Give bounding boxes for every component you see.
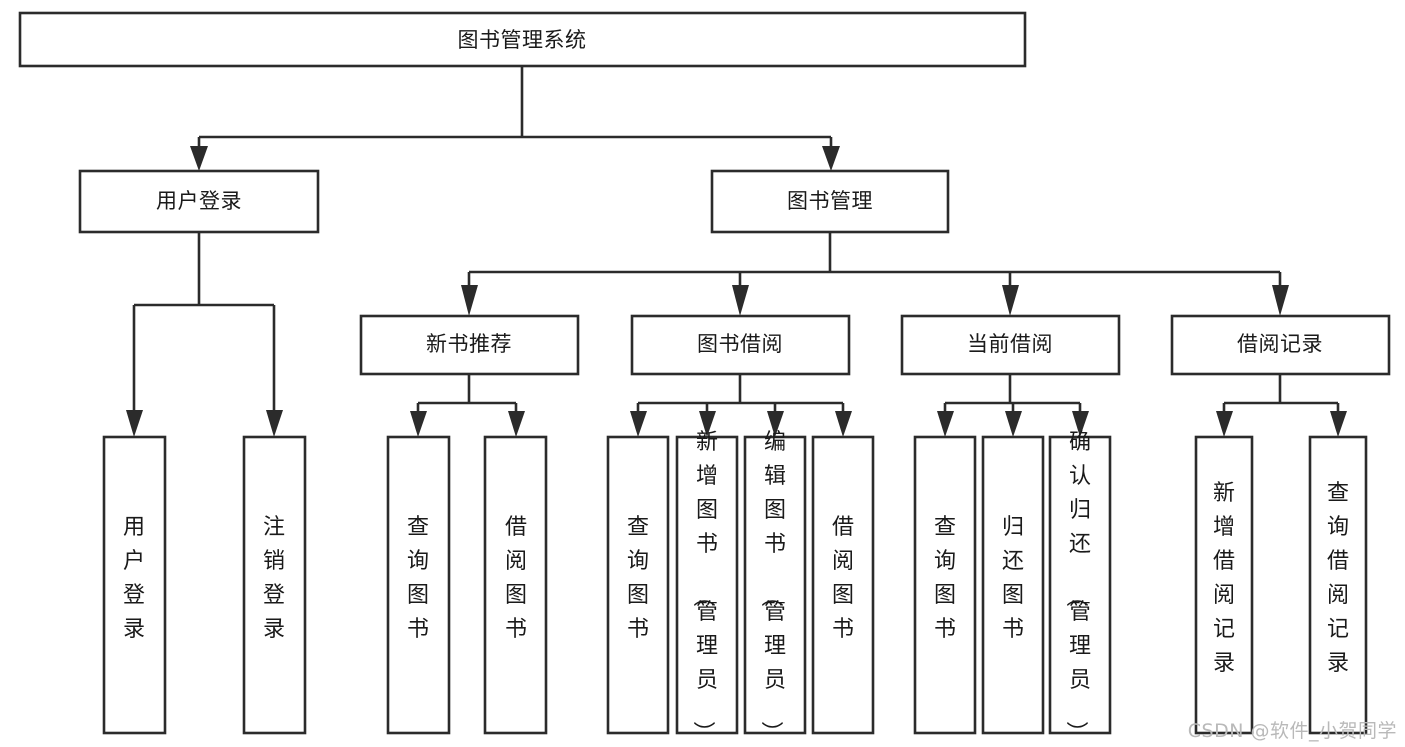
arrow-head-icon — [1330, 411, 1347, 437]
node-leaf-edit-book-admin-box[interactable] — [743, 435, 807, 735]
node-book-borrow-box[interactable] — [630, 314, 851, 376]
node-leaf-borrow-book-rec-box[interactable] — [483, 435, 548, 735]
node-leaf-query-book-cur[interactable]: 查询图书 — [913, 435, 977, 735]
node-leaf-borrow-book-rec[interactable]: 借阅图书 — [483, 435, 548, 735]
node-user-login-label: 用户登录 — [156, 189, 242, 213]
node-leaf-add-borrow-record-label: 新增借阅记录 — [1213, 481, 1235, 676]
node-leaf-return-book[interactable]: 归还图书 — [981, 435, 1045, 735]
arrow-head-icon — [630, 411, 647, 437]
arrow-head-icon — [767, 411, 784, 437]
arrow-head-icon — [1072, 411, 1089, 437]
node-leaf-borrow-book-rec-label: 借阅图书 — [505, 515, 527, 642]
node-leaf-return-book-box[interactable] — [981, 435, 1045, 735]
node-leaf-confirm-return-admin-box[interactable] — [1048, 435, 1112, 735]
node-leaf-query-book-rec-label: 查询图书 — [407, 515, 429, 642]
node-leaf-logout-login-label: 注销登录 — [263, 515, 285, 642]
arrow-head-icon — [461, 285, 478, 316]
node-book-manage-label: 图书管理 — [787, 189, 873, 213]
node-book-manage[interactable]: 图书管理 — [710, 169, 950, 234]
node-book-manage-box[interactable] — [710, 169, 950, 234]
node-leaf-borrow-book[interactable]: 借阅图书 — [811, 435, 875, 735]
node-leaf-user-login[interactable]: 用户登录 — [102, 435, 167, 735]
arrow-head-icon — [1272, 285, 1289, 316]
node-current-borrow-label: 当前借阅 — [967, 332, 1053, 356]
node-leaf-return-book-label: 归还图书 — [1002, 515, 1024, 642]
node-user-login-box[interactable] — [78, 169, 320, 234]
node-current-borrow[interactable]: 当前借阅 — [900, 314, 1121, 376]
csdn-watermark: CSDN @软件_小贺同学 — [1187, 720, 1397, 742]
arrow-head-icon — [190, 146, 208, 171]
connector-group-bookborrow-to-leaves — [630, 374, 852, 437]
node-leaf-query-borrow-record-box[interactable] — [1308, 435, 1368, 735]
node-leaf-query-book-cur-box[interactable] — [913, 435, 977, 735]
node-borrow-record[interactable]: 借阅记录 — [1170, 314, 1391, 376]
node-leaf-query-book-borrow[interactable]: 查询图书 — [606, 435, 670, 735]
node-leaf-borrow-book-box[interactable] — [811, 435, 875, 735]
arrow-head-icon — [732, 285, 749, 316]
node-leaf-query-book-borrow-box[interactable] — [606, 435, 670, 735]
arrow-head-icon — [410, 411, 427, 437]
arrow-head-icon — [126, 410, 143, 437]
node-leaf-query-book-rec[interactable]: 查询图书 — [386, 435, 451, 735]
arrow-head-icon — [937, 411, 954, 437]
node-leaf-logout-login-box[interactable] — [242, 435, 307, 735]
node-leaf-edit-book-admin-label: 编辑图书（管理员） — [758, 430, 786, 743]
node-leaf-query-borrow-record[interactable]: 查询借阅记录 — [1308, 435, 1368, 735]
node-leaf-add-borrow-record-box[interactable] — [1194, 435, 1254, 735]
node-book-borrow[interactable]: 图书借阅 — [630, 314, 851, 376]
arrow-head-icon — [508, 411, 525, 437]
connector-group-root-to-l2 — [190, 66, 840, 171]
node-user-login[interactable]: 用户登录 — [78, 169, 320, 234]
node-leaf-add-book-admin-box[interactable] — [675, 435, 739, 735]
node-new-book-rec-label: 新书推荐 — [426, 332, 512, 356]
connector-group-currentborrow-to-leaves — [937, 374, 1089, 437]
node-leaf-borrow-book-label: 借阅图书 — [832, 515, 854, 642]
node-new-book-rec-box[interactable] — [359, 314, 580, 376]
node-leaf-add-borrow-record[interactable]: 新增借阅记录 — [1194, 435, 1254, 735]
arrow-head-icon — [1005, 411, 1022, 437]
node-leaf-add-book-admin[interactable]: 新增图书（管理员） — [675, 430, 739, 743]
node-new-book-rec[interactable]: 新书推荐 — [359, 314, 580, 376]
connector-group-bookmanage-to-l3 — [461, 232, 1289, 316]
node-leaf-confirm-return-admin-label: 确认归还（管理员） — [1063, 430, 1091, 743]
node-leaf-query-book-rec-box[interactable] — [386, 435, 451, 735]
node-current-borrow-box[interactable] — [900, 314, 1121, 376]
node-root-system-box[interactable] — [18, 11, 1027, 68]
connector-group-userlogin-to-leaves — [126, 232, 283, 437]
node-leaf-query-borrow-record-label: 查询借阅记录 — [1327, 481, 1349, 676]
node-leaf-edit-book-admin[interactable]: 编辑图书（管理员） — [743, 430, 807, 743]
arrow-head-icon — [835, 411, 852, 437]
node-leaf-add-book-admin-label: 新增图书（管理员） — [690, 430, 718, 743]
node-leaf-query-book-cur-label: 查询图书 — [934, 515, 956, 642]
arrow-head-icon — [1002, 285, 1019, 316]
node-leaf-query-book-borrow-label: 查询图书 — [627, 515, 649, 642]
node-book-borrow-label: 图书借阅 — [697, 332, 783, 356]
node-leaf-logout-login[interactable]: 注销登录 — [242, 435, 307, 735]
node-borrow-record-label: 借阅记录 — [1237, 332, 1323, 356]
node-root-system-label: 图书管理系统 — [458, 28, 587, 52]
node-leaf-confirm-return-admin[interactable]: 确认归还（管理员） — [1048, 430, 1112, 743]
node-leaf-user-login-label: 用户登录 — [123, 515, 145, 642]
connector-group-borrowrecord-to-leaves — [1216, 374, 1347, 437]
node-leaf-user-login-box[interactable] — [102, 435, 167, 735]
node-borrow-record-box[interactable] — [1170, 314, 1391, 376]
arrow-head-icon — [699, 411, 716, 437]
arrow-head-icon — [266, 410, 283, 437]
arrow-head-icon — [822, 146, 840, 171]
arrow-head-icon — [1216, 411, 1233, 437]
connector-group-newbook-to-leaves — [410, 374, 525, 437]
node-root-system[interactable]: 图书管理系统 — [18, 11, 1027, 68]
